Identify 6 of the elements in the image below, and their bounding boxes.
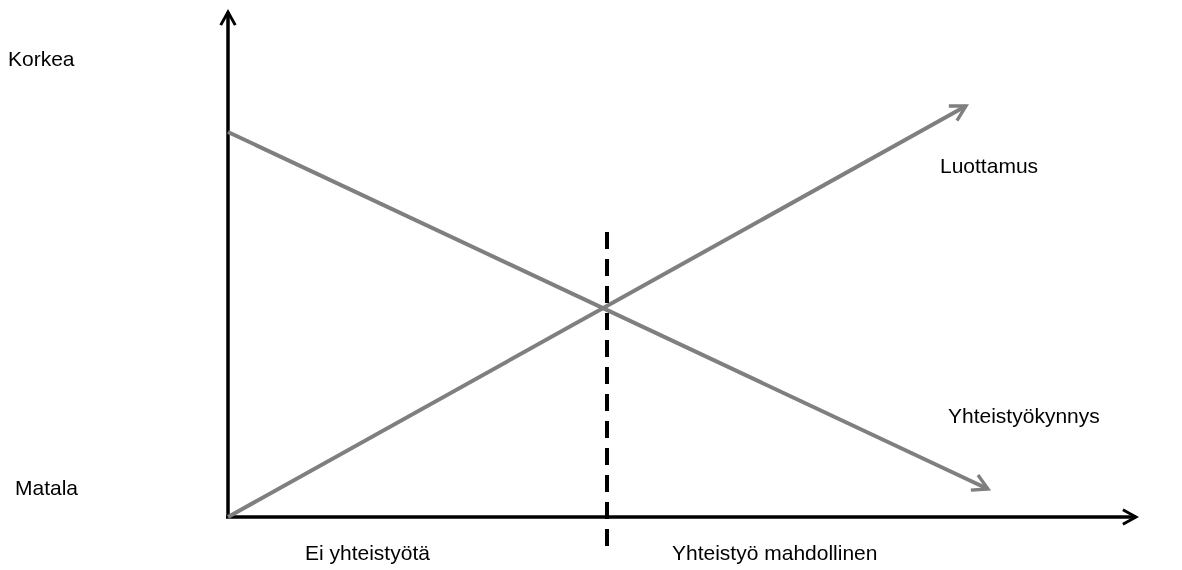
axis-label: Matala — [15, 477, 79, 498]
line-label: Yhteistyökynnys — [948, 405, 1100, 426]
region-label: Ei yhteistyötä — [305, 542, 430, 563]
region-label: Yhteistyö mahdollinen — [672, 542, 878, 563]
axis-label: Korkea — [8, 48, 75, 69]
line-label: Luottamus — [940, 155, 1039, 176]
